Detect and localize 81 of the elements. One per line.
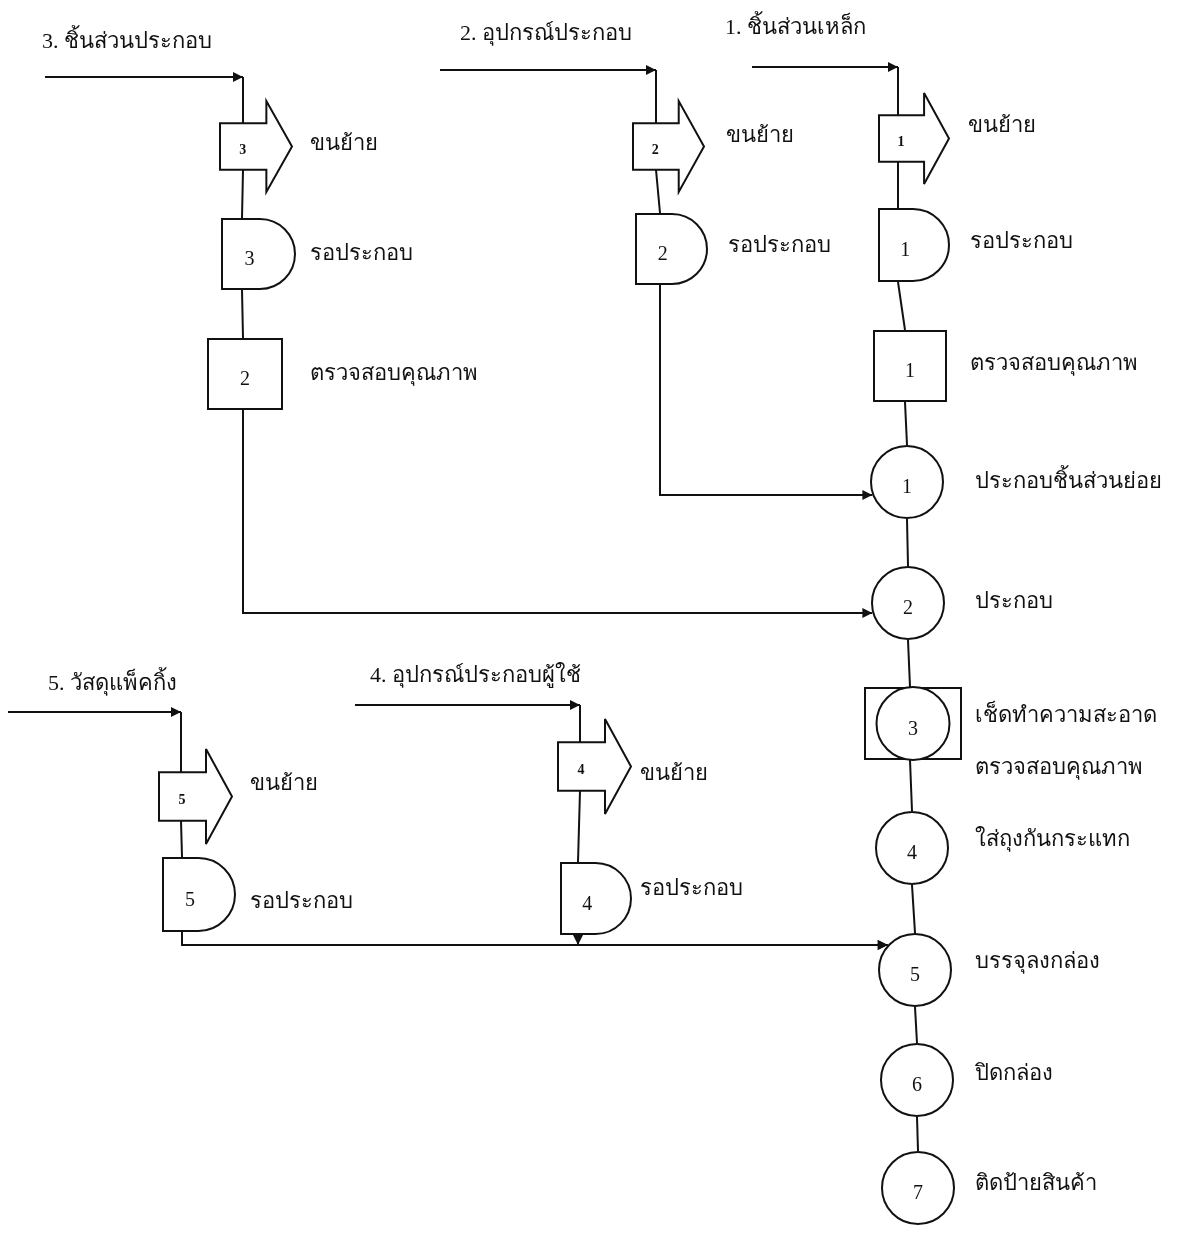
operation-circle bbox=[878, 933, 952, 1007]
connector-line bbox=[241, 168, 244, 219]
step-number: 2 bbox=[240, 368, 250, 388]
operation-circle bbox=[875, 811, 949, 885]
step-number: 1 bbox=[905, 360, 915, 380]
transport-arrow bbox=[878, 67, 950, 185]
step-number: 3 bbox=[908, 717, 918, 738]
step-number: 2 bbox=[657, 243, 668, 263]
delay-symbol bbox=[878, 208, 950, 282]
step-number: 4 bbox=[577, 760, 585, 779]
step-number: 1 bbox=[902, 476, 912, 496]
connector-line bbox=[909, 759, 913, 812]
flow-arrow bbox=[439, 65, 657, 75]
connector-line bbox=[904, 401, 908, 446]
flow-arrow bbox=[751, 62, 899, 72]
step-description: ขนย้าย bbox=[310, 130, 378, 156]
transport-arrow bbox=[632, 70, 705, 193]
step-description: ตรวจสอบคุณภาพ bbox=[310, 360, 478, 386]
material-heading: 2. อุปกรณ์ประกอบ bbox=[460, 20, 632, 46]
connector-line bbox=[907, 639, 911, 688]
step-description: รอประกอบ bbox=[970, 228, 1073, 254]
step-description: รอประกอบ bbox=[310, 240, 413, 266]
delay-symbol bbox=[635, 213, 708, 285]
connector-line bbox=[916, 1116, 919, 1152]
transport-arrow bbox=[557, 705, 632, 815]
step-number: 2 bbox=[903, 597, 913, 617]
material-heading: 4. อุปกรณ์ประกอบผู้ใช้ bbox=[370, 662, 581, 688]
inspection-box bbox=[207, 338, 283, 410]
step-description: ขนย้าย bbox=[726, 122, 794, 148]
step-number: 7 bbox=[913, 1182, 923, 1202]
operation-circle bbox=[871, 566, 945, 640]
inspection-box bbox=[873, 330, 947, 402]
step-number: 6 bbox=[912, 1074, 922, 1094]
step-description: ใส่ถุงกันกระแทก bbox=[975, 826, 1130, 852]
operation-circle bbox=[870, 445, 944, 519]
step-number: 3 bbox=[239, 140, 247, 159]
step-number: 1 bbox=[897, 132, 905, 151]
step-number: 2 bbox=[651, 140, 659, 159]
connector-line bbox=[906, 518, 909, 567]
flow-arrow bbox=[7, 707, 182, 717]
step-description: บรรจุลงกล่อง bbox=[975, 948, 1100, 974]
flow-arrow bbox=[242, 409, 874, 618]
flow-arrow bbox=[44, 72, 244, 82]
step-description: ปิดกล่อง bbox=[975, 1060, 1053, 1086]
connector-line bbox=[897, 160, 899, 209]
step-number: 3 bbox=[244, 248, 255, 268]
connector-line bbox=[180, 819, 183, 858]
step-number: 5 bbox=[178, 790, 186, 809]
flow-arrow bbox=[573, 934, 889, 950]
step-description: ขนย้าย bbox=[640, 760, 708, 786]
connector-line bbox=[897, 281, 906, 331]
connector-line bbox=[241, 289, 244, 339]
connector-line bbox=[914, 1006, 918, 1044]
delay-symbol bbox=[221, 218, 296, 290]
combined-operation-symbol bbox=[864, 687, 962, 760]
delay-symbol bbox=[560, 862, 632, 935]
step-description: รอประกอบ bbox=[640, 875, 743, 901]
step-description: รอประกอบ bbox=[250, 888, 353, 914]
step-description: ประกอบ bbox=[975, 588, 1053, 614]
step-number: 4 bbox=[582, 892, 593, 913]
step-description: รอประกอบ bbox=[728, 232, 831, 258]
connector-line bbox=[911, 884, 916, 934]
step-description: ตรวจสอบคุณภาพ bbox=[970, 350, 1138, 376]
operation-circle bbox=[881, 1151, 955, 1225]
transport-arrow bbox=[219, 77, 293, 193]
connector-line bbox=[655, 168, 661, 214]
operation-circle bbox=[880, 1043, 954, 1117]
step-description: เช็ดทำความสะอาด bbox=[975, 702, 1157, 728]
step-number: 1 bbox=[900, 239, 911, 259]
flow-arrow bbox=[659, 284, 874, 500]
step-number: 4 bbox=[907, 842, 917, 862]
step-description: ขนย้าย bbox=[968, 112, 1036, 138]
delay-symbol bbox=[162, 857, 236, 932]
transport-arrow bbox=[158, 712, 233, 845]
flow-arrow bbox=[354, 700, 581, 710]
step-number: 5 bbox=[185, 888, 196, 909]
step-description: ขนย้าย bbox=[250, 770, 318, 796]
step-number: 5 bbox=[910, 964, 920, 984]
step-description: ตรวจสอบคุณภาพ bbox=[975, 754, 1143, 780]
step-description: ติดป้ายสินค้า bbox=[975, 1170, 1097, 1196]
connector-line bbox=[577, 789, 581, 863]
